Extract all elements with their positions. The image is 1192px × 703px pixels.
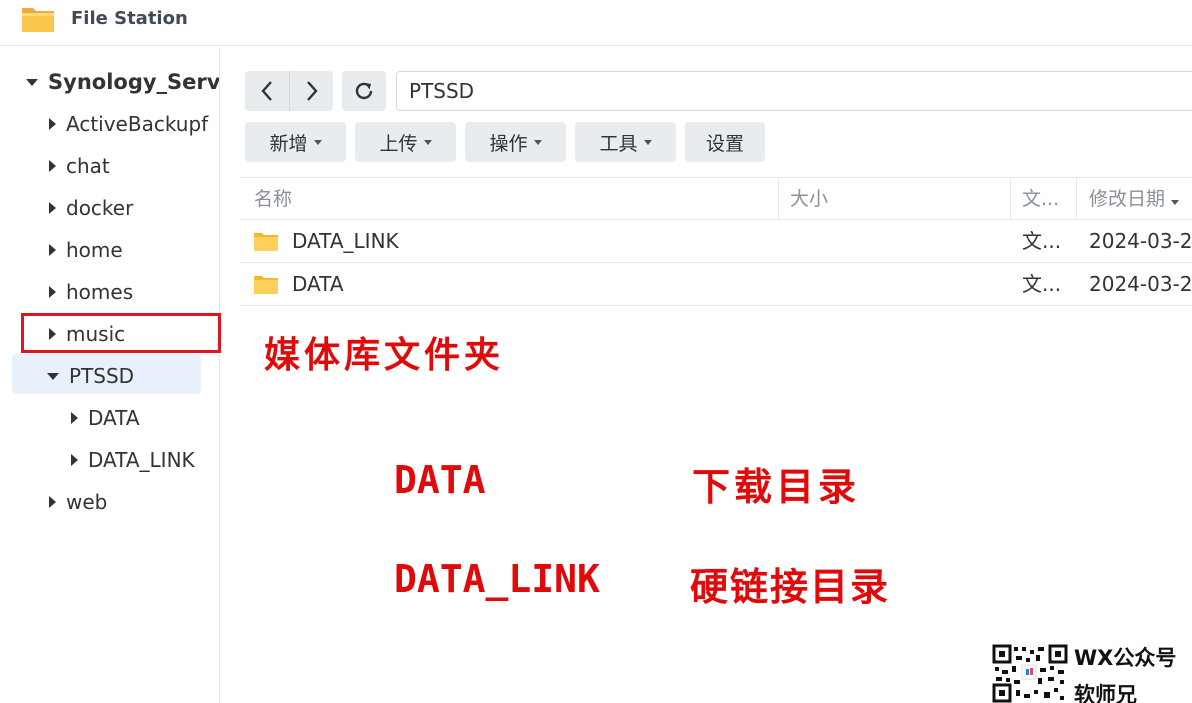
sidebar-item-home[interactable]: home: [49, 230, 123, 270]
sidebar-tree: Synology_Serv ActiveBackupf chat docker …: [0, 47, 220, 703]
sidebar-item-label: PTSSD: [69, 364, 135, 388]
annotation-data-name: DATA: [394, 458, 486, 502]
collapse-arrow-icon[interactable]: [26, 78, 38, 86]
collapse-arrow-icon[interactable]: [47, 372, 59, 380]
qr-code-icon: [992, 644, 1068, 703]
folder-app-icon: [22, 8, 54, 32]
settings-label: 设置: [705, 132, 744, 155]
file-modified: 2024-03-2: [1089, 272, 1192, 296]
caret-down-icon: [533, 139, 542, 145]
path-field[interactable]: PTSSD: [396, 71, 1192, 111]
column-resizer[interactable]: [1076, 178, 1077, 220]
table-row[interactable]: DATA 文... 2024-03-2: [241, 263, 1192, 306]
expand-arrow-icon[interactable]: [49, 496, 56, 508]
file-type: 文...: [1022, 272, 1062, 296]
folder-icon: [254, 233, 278, 251]
chevron-left-icon: [261, 81, 272, 101]
annotation-data-desc: 下载目录: [692, 464, 861, 509]
expand-arrow-icon[interactable]: [49, 160, 56, 172]
caret-down-icon: [423, 139, 432, 145]
app-title: File Station: [71, 8, 188, 29]
expand-arrow-icon[interactable]: [49, 202, 56, 214]
caret-down-icon: [313, 139, 322, 145]
watermark-line-2: 软师兄: [1074, 683, 1137, 703]
refresh-button[interactable]: [342, 71, 386, 111]
expand-arrow-icon[interactable]: [49, 328, 56, 340]
column-modified[interactable]: 修改日期: [1089, 178, 1180, 220]
refresh-icon: [355, 82, 373, 100]
column-size[interactable]: 大小: [790, 188, 829, 210]
watermark-line-1: WX公众号: [1074, 646, 1177, 670]
column-resizer[interactable]: [778, 178, 779, 220]
highlight-box: [21, 313, 221, 353]
caret-down-icon: [643, 139, 652, 145]
expand-arrow-icon[interactable]: [71, 454, 78, 466]
sidebar-item-ptssd[interactable]: PTSSD: [47, 356, 134, 396]
history-nav: [245, 71, 333, 111]
annotation-link-name: DATA_LINK: [394, 557, 600, 601]
file-list-header: 名称 大小 文... 修改日期: [241, 177, 1192, 220]
file-modified: 2024-03-2: [1089, 229, 1192, 253]
column-modified-label: 修改日期: [1089, 188, 1166, 210]
annotation-link-desc: 硬链接目录: [690, 564, 891, 609]
sidebar-item-music[interactable]: music: [49, 314, 125, 354]
sidebar-item-label: home: [66, 238, 123, 262]
column-type[interactable]: 文...: [1022, 188, 1060, 210]
sidebar-item-label: DATA_LINK: [88, 448, 195, 472]
action-label: 操作: [489, 132, 528, 155]
sidebar-item-activebackup[interactable]: ActiveBackupf: [49, 104, 208, 144]
expand-arrow-icon[interactable]: [49, 244, 56, 256]
chevron-right-icon: [306, 81, 318, 101]
tree-selection-highlight: [12, 354, 201, 394]
tools-label: 工具: [599, 132, 638, 155]
table-row[interactable]: DATA_LINK 文... 2024-03-2: [241, 220, 1192, 263]
sort-caret-icon: [1171, 200, 1180, 205]
tools-button[interactable]: 工具: [575, 122, 676, 162]
tree-root[interactable]: Synology_Serv: [26, 62, 220, 102]
upload-label: 上传: [379, 132, 418, 155]
expand-arrow-icon[interactable]: [71, 412, 78, 424]
sidebar-item-label: docker: [66, 196, 134, 220]
back-button[interactable]: [245, 71, 289, 111]
sidebar-item-label: music: [66, 322, 126, 346]
settings-button[interactable]: 设置: [685, 122, 765, 162]
expand-arrow-icon[interactable]: [49, 286, 56, 298]
file-type: 文...: [1022, 229, 1062, 253]
sidebar-item-docker[interactable]: docker: [49, 188, 133, 228]
sidebar-item-data[interactable]: DATA: [71, 398, 140, 438]
upload-button[interactable]: 上传: [355, 122, 456, 162]
sidebar-item-web[interactable]: web: [49, 482, 107, 522]
action-button[interactable]: 操作: [465, 122, 566, 162]
sidebar-item-label: DATA: [88, 406, 140, 430]
annotation-media-folder: 媒体库文件夹: [264, 334, 505, 376]
sidebar-item-chat[interactable]: chat: [49, 146, 110, 186]
column-resizer[interactable]: [1010, 178, 1011, 220]
folder-icon: [254, 276, 278, 294]
file-name: DATA_LINK: [292, 229, 399, 253]
create-label: 新增: [269, 132, 308, 155]
sidebar-item-label: chat: [66, 154, 110, 178]
sidebar-item-label: homes: [66, 280, 134, 304]
sidebar-item-label: web: [66, 490, 108, 514]
title-bar: File Station: [0, 0, 1192, 46]
sidebar-item-data-link[interactable]: DATA_LINK: [71, 440, 195, 480]
forward-button[interactable]: [289, 71, 333, 111]
column-name[interactable]: 名称: [254, 188, 293, 210]
sidebar-item-label: ActiveBackupf: [66, 112, 209, 136]
file-name: DATA: [292, 272, 344, 296]
create-button[interactable]: 新增: [245, 122, 346, 162]
sidebar-item-homes[interactable]: homes: [49, 272, 133, 312]
expand-arrow-icon[interactable]: [49, 118, 56, 130]
tree-root-label: Synology_Serv: [48, 70, 220, 94]
